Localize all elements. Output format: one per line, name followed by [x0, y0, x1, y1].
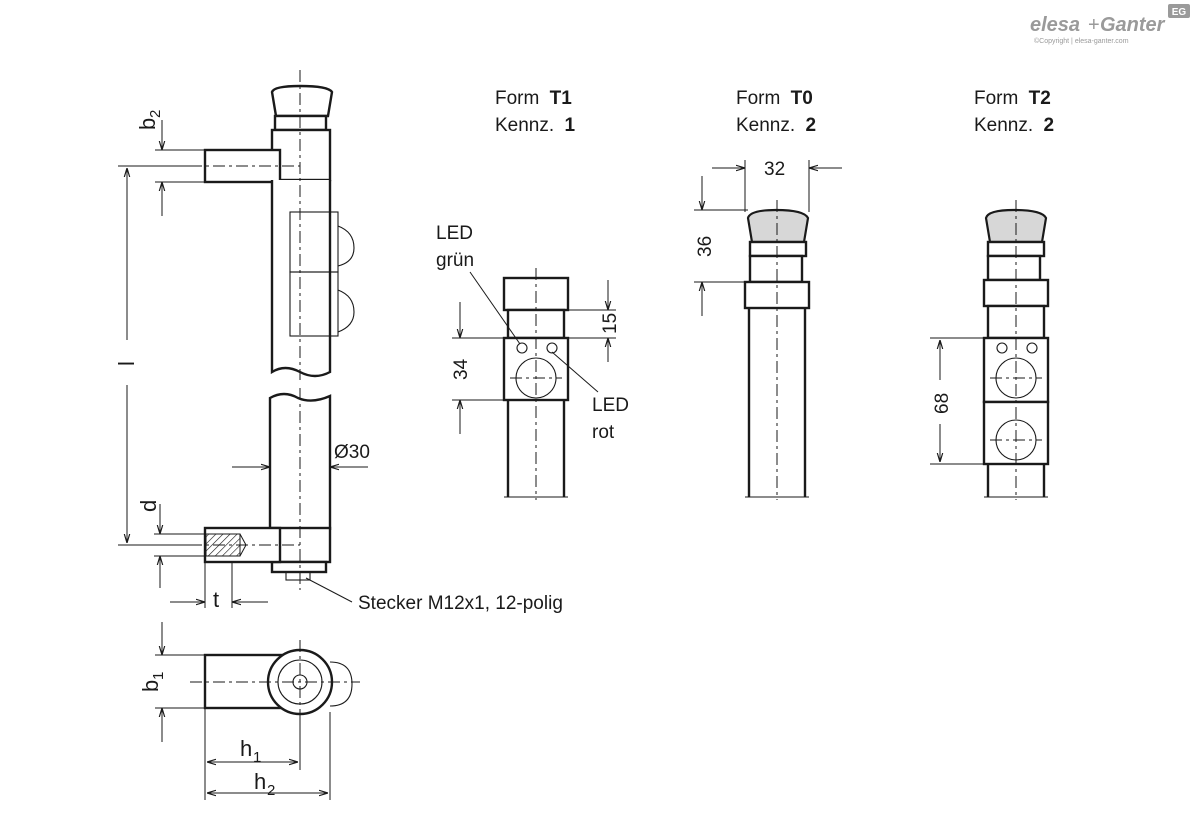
t1-led-red: [546, 342, 558, 354]
logo-copyright: ©Copyright | elesa-ganter.com: [1034, 37, 1129, 45]
t0-dim-32: 32: [712, 159, 842, 212]
t2-shaft: [986, 464, 1046, 497]
form-t1-kennz-code: 1: [564, 115, 575, 136]
upper-bracket-block: [270, 128, 332, 182]
dim-t: t: [170, 562, 268, 612]
form-t0-view: [743, 200, 811, 500]
svg-text:Kennz. 1: Kennz. 1: [495, 115, 575, 136]
dim-h1-sub: 1: [253, 749, 261, 766]
t1-led-callouts: LED grün LED rot: [436, 223, 629, 443]
upper-shaft: [270, 180, 332, 378]
switch-housing-lower: [289, 271, 339, 337]
dim-diameter-label: Ø30: [334, 442, 370, 463]
form-t0-kennz-code: 2: [805, 115, 816, 136]
t2-dim-68: 68: [930, 337, 984, 465]
t0-dim-36: 36: [694, 176, 748, 316]
t0-neck: [748, 254, 804, 284]
form-t2-code: T2: [1029, 88, 1051, 109]
t1-dim-15-label: 15: [600, 313, 621, 334]
form-t2-kennz-code: 2: [1043, 115, 1054, 136]
logo-badge-box: [1168, 4, 1190, 18]
dim-d-label: d: [136, 500, 161, 512]
t2-neck: [986, 254, 1042, 282]
form-t1-kennz-word: Kennz.: [495, 115, 554, 136]
form-heading-t2: Form T2 Kennz. 2: [974, 88, 1054, 136]
dim-b2-label: b: [135, 118, 160, 130]
connector-m12: [285, 571, 311, 581]
t0-shaft: [747, 308, 807, 497]
logo-badge: EG: [1172, 7, 1187, 18]
dim-d: d: [136, 500, 206, 588]
t2-dim-68-label: 68: [932, 393, 953, 414]
form-t0-word: Form: [736, 88, 780, 109]
form-heading-t1: Form T1 Kennz. 1: [495, 88, 575, 136]
form-t2-word: Form: [974, 88, 1018, 109]
svg-text:Form T0: Form T0: [736, 88, 813, 109]
led-green-line1: LED: [436, 223, 473, 244]
led-red-line1: LED: [592, 395, 629, 416]
button-lower: [337, 289, 355, 333]
dim-t-label: t: [213, 587, 219, 612]
t2-led-green: [996, 342, 1008, 354]
form-t1-word: Form: [495, 88, 539, 109]
dim-b2-sub: 2: [147, 110, 164, 118]
t0-ring: [748, 240, 808, 258]
connector-label: Stecker M12x1, 12-polig: [358, 593, 563, 614]
t0-dim-32-label: 32: [764, 159, 785, 180]
form-t0-code: T0: [791, 88, 813, 109]
t1-shaft: [506, 400, 566, 497]
t1-dim-34: 34: [451, 302, 504, 434]
dim-b1: b 1: [138, 622, 205, 742]
t1-dim-15: 15: [568, 280, 621, 362]
t0-cap: [746, 208, 810, 244]
t2-led-red: [1026, 342, 1038, 354]
logo-brand-part1: elesa: [1030, 14, 1080, 36]
dim-h2-label: h: [254, 769, 266, 794]
top-view-button: [329, 661, 353, 707]
svg-text:Kennz. 2: Kennz. 2: [974, 115, 1054, 136]
button-upper: [337, 225, 355, 267]
form-t1-view: [502, 268, 570, 500]
dim-b1-sub: 1: [150, 672, 167, 680]
form-heading-t0: Form T0 Kennz. 2: [736, 88, 816, 136]
dim-h1-label: h: [240, 736, 252, 761]
brand-logo: elesa + Ganter EG ©Copyright | elesa-gan…: [1030, 4, 1190, 45]
t0-dim-36-label: 36: [695, 236, 716, 257]
form-t1-code: T1: [550, 88, 573, 109]
connector-callout: Stecker M12x1, 12-polig: [305, 577, 563, 614]
dim-h2: h 2: [207, 712, 331, 800]
form-t2-view: [982, 200, 1050, 500]
logo-brand-plus: +: [1088, 14, 1100, 36]
dim-b2: b 2: [135, 110, 272, 216]
logo-brand-part2: Ganter: [1100, 14, 1166, 36]
dim-l-label: l: [114, 361, 139, 366]
lower-ring: [270, 560, 328, 574]
svg-text:Form T2: Form T2: [974, 88, 1051, 109]
t1-led-green: [516, 342, 528, 354]
dim-h2-sub: 2: [267, 782, 275, 799]
form-t0-kennz-word: Kennz.: [736, 115, 795, 136]
dim-diameter: Ø30: [232, 442, 370, 467]
led-red-line2: rot: [592, 422, 615, 443]
top-cap: [270, 84, 334, 118]
led-green-line2: grün: [436, 250, 474, 271]
dim-l: l: [114, 165, 190, 546]
main-side-view: [190, 70, 355, 590]
form-t2-kennz-word: Kennz.: [974, 115, 1033, 136]
svg-text:Kennz. 2: Kennz. 2: [736, 115, 816, 136]
top-view: [190, 640, 360, 760]
dim-h1: h 1: [204, 708, 301, 800]
t1-dim-34-label: 34: [451, 358, 472, 380]
svg-text:Form T1: Form T1: [495, 88, 572, 109]
dim-b1-label: b: [138, 680, 163, 692]
